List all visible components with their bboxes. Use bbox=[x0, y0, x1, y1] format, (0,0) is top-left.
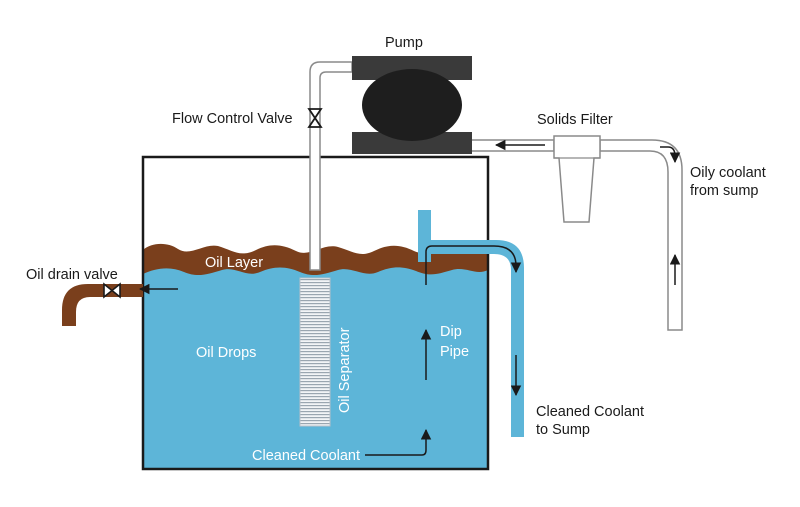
oil-drain-valve-label: Oil drain valve bbox=[26, 267, 118, 283]
pump-bottom-bar bbox=[352, 132, 472, 154]
oily-coolant-label-line2: from sump bbox=[690, 183, 759, 199]
oil-drain-valve-symbol bbox=[103, 282, 121, 299]
cleaned-coolant-label: Cleaned Coolant bbox=[252, 448, 360, 464]
flow-control-valve-label: Flow Control Valve bbox=[172, 111, 293, 127]
oil-separator-column bbox=[299, 277, 331, 427]
oil-drops-label: Oil Drops bbox=[196, 345, 256, 361]
oil-layer-label: Oil Layer bbox=[205, 255, 263, 271]
dip-pipe-stub bbox=[418, 210, 431, 262]
solids-filter-label: Solids Filter bbox=[537, 112, 613, 128]
oily-coolant-label-line1: Oily coolant bbox=[690, 165, 766, 181]
dip-pipe-label-line1: Dip bbox=[440, 324, 462, 340]
solids-filter bbox=[553, 135, 601, 223]
pump-label: Pump bbox=[385, 35, 423, 51]
cleaned-coolant-out-label-line1: Cleaned Coolant bbox=[536, 404, 644, 420]
flow-control-valve-symbol bbox=[307, 108, 323, 128]
sump-feed-pipe bbox=[599, 139, 683, 331]
oil-separator-label: Oil Separator bbox=[337, 327, 353, 413]
dip-pipe-label-line2: Pipe bbox=[440, 344, 469, 360]
oil-drain-pipe bbox=[62, 284, 143, 326]
cleaned-coolant-out-label-line2: to Sump bbox=[536, 422, 590, 438]
pump-body bbox=[362, 69, 462, 141]
inlet-pipe bbox=[309, 61, 353, 271]
